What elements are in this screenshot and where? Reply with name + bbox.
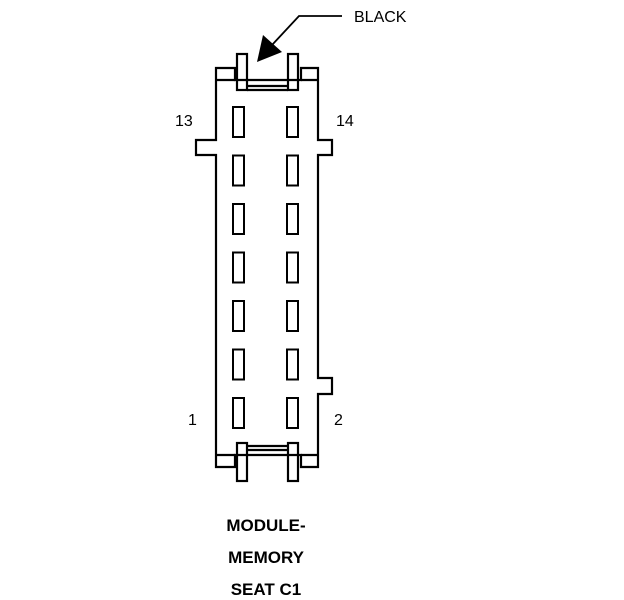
pin-cavity [286, 348, 299, 381]
pin-cavity [232, 397, 245, 429]
pin-label-top-left: 13 [175, 113, 193, 130]
pin-cavity [286, 106, 299, 138]
leader-line [271, 15, 342, 46]
color-leader [257, 15, 342, 62]
connector-color-label: BLACK [354, 9, 407, 26]
top-latch [216, 52, 318, 92]
pin-cavity [232, 106, 245, 138]
pin-cavity [286, 300, 299, 332]
pin-cavity [232, 203, 245, 235]
pin-cavity [232, 300, 245, 332]
pin-label-top-right: 14 [336, 113, 354, 130]
pin-label-bottom-left: 1 [188, 412, 197, 429]
pin-cavity [232, 348, 245, 381]
pin-cavity [286, 154, 299, 187]
pin-cavity [286, 203, 299, 235]
connector-body-outline [194, 66, 334, 469]
leader-arrowhead [257, 35, 282, 62]
connector-title-line-1: MODULE- [226, 516, 305, 535]
connector-title-line-2: MEMORY [228, 548, 305, 567]
pin-cavity [232, 154, 245, 187]
connector-title-line-3: SEAT C1 [231, 580, 302, 599]
pin-cavity [232, 251, 245, 284]
pin-cavity [286, 251, 299, 284]
pin-cavities [232, 106, 299, 429]
pin-cavity [286, 397, 299, 429]
pin-label-bottom-right: 2 [334, 412, 343, 429]
bottom-latch [216, 441, 318, 483]
